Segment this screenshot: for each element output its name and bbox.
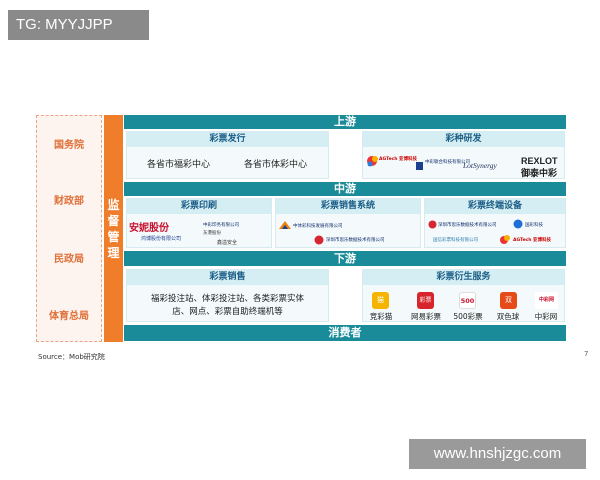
gov-sports-bureau: 体育总局	[49, 311, 89, 322]
sales-header: 彩票销售	[127, 270, 328, 285]
netease-lottery-label: 网易彩票	[411, 312, 441, 321]
sales-system-header: 彩票销售系统	[276, 199, 420, 214]
zhongcai-label: 中彩网	[534, 312, 558, 321]
zhongticai-mark	[279, 221, 291, 229]
lotsynergy-logo: LotSynergy	[463, 161, 497, 170]
sile-mark	[314, 235, 324, 245]
sile-logo: 深圳市思乐数据技术有限公司	[326, 238, 385, 243]
rnd-header: 彩种研发	[363, 132, 564, 147]
agtech-logo-text: AGTech 亚博科技	[379, 157, 418, 162]
services-box: 彩票衍生服务 猫 竞彩猫 彩票 网易彩票 500 500彩票 双 双色球 中彩网…	[362, 269, 565, 322]
xinyi-logo: 鑫溢安全	[217, 240, 238, 246]
guoxin-logo: 国信彩票科技有限公司	[433, 238, 478, 243]
rnd-company-mark	[416, 162, 423, 170]
issuance-header: 彩票发行	[127, 132, 328, 147]
guocai-logo: 国彩科技	[525, 223, 543, 228]
watermark-top: TG: MYYJJPP	[8, 10, 149, 40]
donggang-logo: 东港股份	[203, 231, 221, 236]
supervision-char: 理	[107, 245, 120, 260]
shuangseqiu-app-icon: 双	[500, 292, 517, 309]
jingcaimao-label: 竞彩猫	[369, 312, 393, 321]
gov-civil-affairs: 民政局	[54, 254, 84, 265]
sales-system-box: 彩票销售系统 中体彩科技发展有限公司 深圳市思乐数据技术有限公司	[275, 198, 421, 248]
agtech-logo: AGTech 亚博科技	[366, 153, 417, 170]
sile-terminal-logo: 深圳市思乐数据技术有限公司	[438, 223, 497, 228]
agtech-terminal-logo: AGTech 亚博科技	[513, 238, 552, 243]
rexlot-logo: REXLOT 御泰中彩	[521, 156, 561, 178]
rexlot-logo-text: REXLOT 御泰中彩	[521, 156, 558, 178]
printing-header: 彩票印刷	[127, 199, 271, 214]
zhongticai-logo: 中体彩科技发展有限公司	[293, 224, 343, 229]
500-lottery-app-icon: 500	[459, 292, 476, 309]
netease-lottery-app-icon: 彩票	[417, 292, 434, 309]
issuance-welfare-center: 各省市福彩中心	[147, 160, 211, 170]
rnd-company-text: 中彩联合科技有限公司	[425, 160, 470, 165]
terminal-header: 彩票终端设备	[425, 199, 565, 214]
printing-box: 彩票印刷 安妮股份 中彩印务有限公司 鸿博股份有限公司 东港股份 鑫溢安全	[126, 198, 272, 248]
agtech-logo-mark	[367, 156, 378, 167]
consumer-bar: 消费者	[124, 325, 566, 341]
hongbo-logo: 鸿博股份有限公司	[141, 236, 182, 242]
gov-finance-ministry: 财政部	[54, 196, 84, 207]
sales-channels-line1: 福彩投注站、体彩投注站、各类彩票实体	[150, 294, 304, 304]
jingcaimao-app-icon: 猫	[372, 292, 389, 309]
services-header: 彩票衍生服务	[363, 270, 564, 285]
midstream-bar: 中游	[124, 182, 566, 196]
supervision-char: 管	[107, 229, 120, 244]
downstream-bar: 下游	[124, 251, 566, 266]
anni-logo: 安妮股份	[129, 223, 169, 234]
issuance-sports-center: 各省市体彩中心	[244, 160, 308, 170]
500-lottery-label: 500彩票	[453, 312, 483, 321]
rnd-company-logo: 中彩联合科技有限公司	[416, 156, 470, 170]
supervision-char: 监	[107, 197, 120, 212]
supervision-char: 督	[107, 213, 120, 228]
watermark-bottom: www.hnshjzgc.com	[409, 439, 586, 469]
shuangseqiu-label: 双色球	[496, 312, 520, 321]
agtech-terminal-mark	[500, 235, 510, 244]
printing-company-logo: 中彩印务有限公司	[203, 223, 239, 228]
sile-terminal-mark	[428, 220, 437, 229]
issuance-box: 彩票发行 各省市福彩中心 各省市体彩中心	[126, 131, 329, 179]
source-note: Source：Mob研究院	[38, 353, 105, 361]
supervision-bar: 监 督 管 理	[104, 115, 123, 342]
upstream-bar: 上游	[124, 115, 566, 129]
rnd-box: 彩种研发 AGTech 亚博科技 中彩联合科技有限公司 LotSynergy R…	[362, 131, 565, 179]
government-panel: 国务院 财政部 民政局 体育总局	[36, 115, 102, 342]
terminal-box: 彩票终端设备 深圳市思乐数据技术有限公司 国彩科技 国信彩票科技有限公司 AGT…	[424, 198, 566, 248]
gov-state-council: 国务院	[54, 140, 84, 151]
sales-box: 彩票销售 福彩投注站、体彩投注站、各类彩票实体 店、网点、彩票自助终端机等	[126, 269, 329, 322]
page-number: 7	[584, 350, 589, 358]
guocai-mark	[513, 219, 523, 229]
sales-channels-line2: 店、网点、彩票自助终端机等	[172, 307, 283, 317]
zhongcai-app-icon: 中彩网	[535, 292, 558, 309]
